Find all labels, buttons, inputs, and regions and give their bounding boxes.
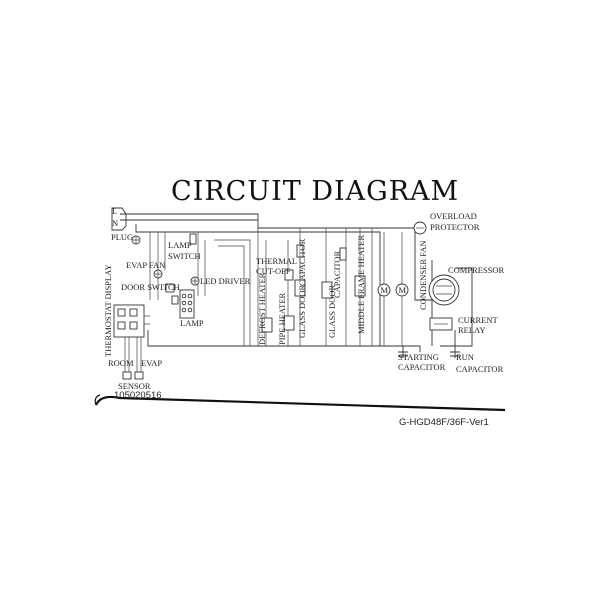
model-number: G-HGD48F/36F-Ver1 [399, 417, 489, 428]
motor-2-m: M [399, 285, 407, 295]
current-relay-label-1: CURRENT [458, 315, 498, 325]
sensor-symbols [122, 337, 144, 380]
pipe-heater-label: PIPE HEATER [277, 292, 287, 345]
compressor-label: COMPRESSOR [448, 265, 505, 275]
run-capacitor-label-2: CAPACITOR [456, 364, 504, 374]
pipe-heater-symbol [283, 315, 295, 331]
thermal-cutoff-label-1: THERMAL [256, 256, 297, 266]
glass-door-1-label: GLASS DOOR [297, 285, 307, 338]
condenser-fan-label: CONDENSER FAN [418, 240, 428, 310]
capacitor-2-label: CAPACITOR [332, 250, 342, 298]
thermostat-display-label: THERMOSTAT DISPLAY [103, 264, 113, 357]
compressor-symbol [428, 274, 460, 306]
lamp-switch-label-1: LAMP [168, 240, 192, 250]
label-edge [94, 395, 506, 412]
current-relay-symbol [429, 317, 453, 331]
plug-symbol [111, 207, 141, 245]
lamp-label: LAMP [180, 318, 204, 328]
overload-label-2: PROTECTOR [430, 222, 480, 232]
door-switch-symbol [165, 283, 179, 305]
current-relay-label-2: RELAY [458, 325, 486, 335]
defrost-heater-symbol [261, 317, 273, 333]
part-number: 105020516 [114, 390, 162, 401]
capacitor-1-symbol [294, 244, 306, 297]
starting-capacitor-label-1: STARTING [398, 352, 439, 362]
plug-n-label: N [112, 218, 118, 228]
thermal-cutoff-symbol [284, 269, 294, 281]
motor-1-symbol: M [377, 283, 391, 297]
middle-frame-heater-label: MIDDLE FRAME HEATER [356, 235, 366, 334]
plug-l-label: L [112, 206, 117, 216]
middle-frame-heater-symbol [354, 275, 366, 297]
lamp-switch-label-2: SWITCH [168, 251, 201, 261]
door-switch-label: DOOR SWITCH [121, 282, 180, 292]
glass-door-2-label: GLASS DOOR [327, 285, 337, 338]
starting-capacitor-label-2: CAPACITOR [398, 362, 446, 372]
motor-2-symbol: M [395, 283, 409, 297]
evap-sensor-label: EVAP [141, 358, 162, 368]
sensor-label: SENSOR [118, 381, 151, 391]
plug-label: PLUG [111, 232, 133, 242]
thermostat-display-symbol [113, 304, 150, 338]
diagram-title: CIRCUIT DIAGRAM [171, 176, 459, 207]
defrost-heater-label: DEFROST HEATER [257, 272, 267, 345]
evap-fan-symbol [153, 269, 163, 279]
capacitor-1-label: CAPACITOR [297, 238, 307, 286]
capacitor-2-symbol [321, 247, 347, 299]
run-capacitor-symbol [450, 351, 460, 357]
lamp-array-symbol [179, 289, 195, 319]
motor-1-m: M [381, 285, 389, 295]
led-driver-symbol [190, 276, 200, 286]
run-capacitor-label-1: RUN [456, 352, 474, 362]
lamp-switch-symbol [189, 233, 197, 245]
evap-fan-label: EVAP FAN [126, 260, 165, 270]
led-driver-label: LED DRIVER [200, 276, 251, 286]
thermal-cutoff-label-2: CUT-OFF [256, 266, 291, 276]
room-sensor-label: ROOM [108, 358, 134, 368]
starting-capacitor-symbol [398, 351, 408, 357]
overload-protector-symbol [413, 221, 427, 235]
overload-label-1: OVERLOAD [430, 211, 477, 221]
